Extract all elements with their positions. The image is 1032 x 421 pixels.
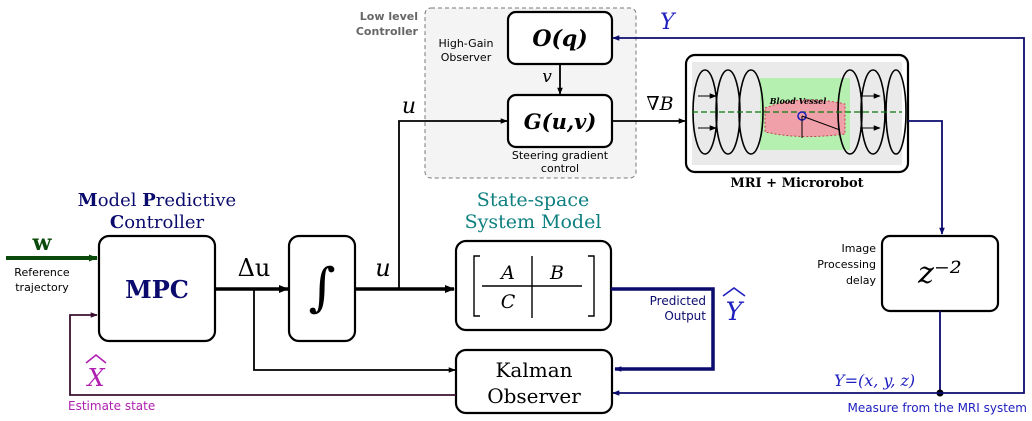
- reference-label-line1: Reference: [14, 266, 70, 279]
- gradient-caption-line2: control: [541, 162, 579, 175]
- signal-gradient-B: ∇B: [646, 93, 673, 115]
- delay-label-line2: Processing: [817, 258, 876, 271]
- matrix-C: C: [501, 291, 516, 313]
- mri-microrobot-illustration: [684, 53, 910, 174]
- matrix-B: B: [549, 262, 564, 284]
- arrow-estimate-to-mpc: [69, 312, 456, 396]
- mpc-title-line1: Model Predictive: [78, 190, 236, 211]
- predicted-label-line1: Predicted: [650, 294, 706, 308]
- mpc-block-label: MPC: [125, 275, 189, 304]
- X-hat-accent: [85, 353, 107, 364]
- state-space-title-line1: State-space: [477, 189, 589, 211]
- delay-block-label: z⁻²: [917, 256, 962, 291]
- signal-X-hat: X: [85, 364, 105, 392]
- signal-Y-equation: Y=(x, y, z): [834, 371, 915, 390]
- arrow-predicted-output: [611, 287, 715, 372]
- mri-vessel-label: Blood Vessel: [769, 96, 827, 106]
- gradient-block-label: G(u,v): [524, 109, 597, 134]
- observer-block-label: O(q): [532, 26, 587, 52]
- observer-label-line2: Observer: [441, 51, 492, 64]
- signal-delta-u: Δu: [238, 254, 271, 282]
- signal-Y-top: Y: [660, 10, 677, 35]
- kalman-label-line2: Observer: [487, 384, 581, 408]
- signal-u: u: [375, 254, 390, 282]
- signal-w: w: [32, 230, 53, 256]
- estimate-state-label: Estimate state: [68, 399, 155, 413]
- predicted-label-line2: Output: [664, 309, 706, 323]
- state-space-title-line2: System Model: [465, 211, 602, 233]
- low-level-label-line2: Controller: [356, 25, 419, 38]
- Y-hat-accent: [722, 287, 746, 297]
- matrix-A: A: [499, 262, 515, 284]
- signal-Y-hat: Y: [726, 297, 745, 326]
- observer-label-line1: High-Gain: [439, 37, 494, 50]
- mpc-title-line2: Controller: [110, 212, 205, 233]
- signal-v: v: [542, 67, 552, 87]
- kalman-block: [454, 348, 614, 415]
- gradient-caption-line1: Steering gradient: [512, 149, 609, 162]
- arrow-mri-to-delay: [908, 120, 945, 235]
- integrator-symbol: ∫: [308, 258, 335, 318]
- measure-caption: Measure from the MRI system: [848, 401, 1028, 415]
- signal-u-top: u: [402, 94, 416, 119]
- kalman-label-line1: Kalman: [495, 358, 572, 382]
- mri-caption: MRI + Microrobot: [730, 176, 863, 191]
- state-space-matrix: [473, 255, 595, 318]
- delay-label-line3: delay: [846, 274, 877, 287]
- reference-label-line2: trajectory: [15, 281, 69, 294]
- arrow-u-to-gradient: [398, 118, 508, 289]
- low-level-label-line1: Low level: [360, 10, 418, 23]
- arrow-feedback-to-observer: [612, 35, 1025, 394]
- delay-label-line1: Image: [842, 242, 877, 255]
- arrow-delta-u-to-kalman: [253, 289, 456, 373]
